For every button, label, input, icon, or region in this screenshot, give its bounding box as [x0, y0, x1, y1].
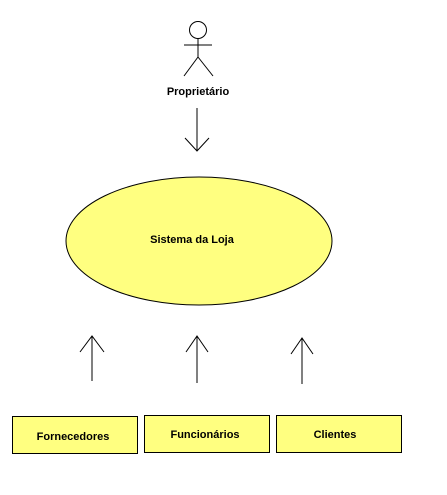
arrow-fornecedores-to-system [79, 335, 105, 381]
actor-right-leg [197, 56, 214, 77]
box-fornecedores [12, 416, 138, 454]
system-ellipse [65, 176, 333, 306]
actor-head [189, 21, 207, 39]
actor-figure [183, 21, 214, 77]
arrow-actor-to-system [184, 108, 210, 152]
box-fornecedores-label: Fornecedores [37, 431, 110, 443]
box-funcionarios [144, 415, 270, 453]
box-funcionarios-label: Funcionários [170, 429, 239, 441]
arrow-clientes-to-system [290, 337, 314, 384]
arrow-funcionarios-to-system [185, 335, 209, 383]
system-label: Sistema da Loja [150, 234, 235, 246]
box-clientes [276, 415, 402, 453]
actor-label: Proprietário [167, 86, 230, 98]
actor-left-leg [183, 56, 199, 77]
box-clientes-label: Clientes [314, 429, 357, 441]
